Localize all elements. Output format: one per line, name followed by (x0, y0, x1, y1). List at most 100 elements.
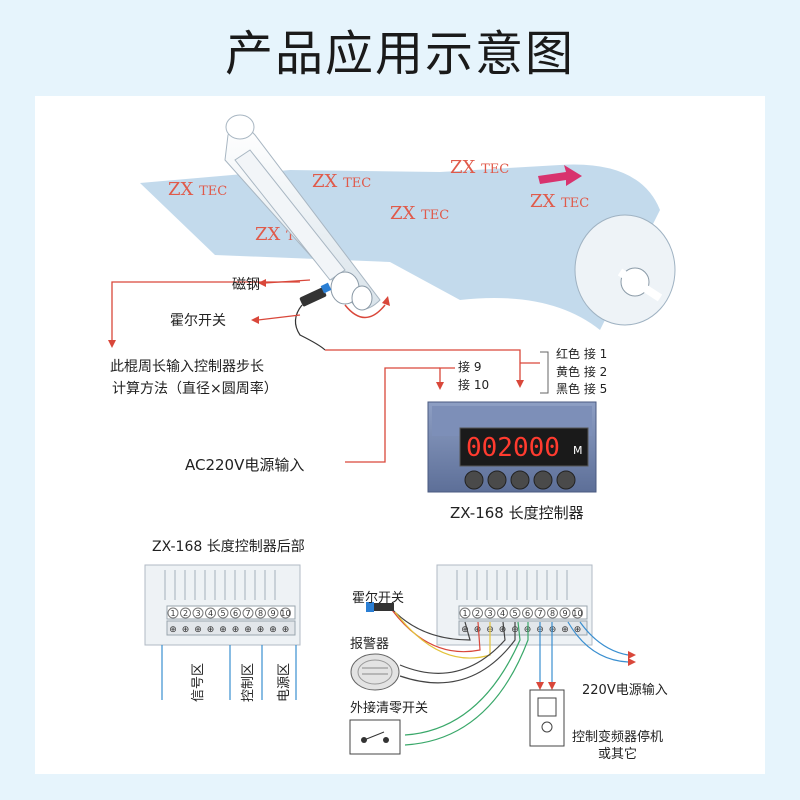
terminal-8 (547, 607, 558, 619)
terminal-number: 8 (258, 609, 263, 618)
screw-icon: ⊕ (182, 625, 190, 635)
svg-text:ZX TEC: ZX TEC (530, 191, 589, 212)
terminal-number: 9 (270, 609, 275, 618)
screw-icon: ⊕ (219, 625, 227, 635)
svg-text:ZX TEC: ZX TEC (168, 179, 227, 200)
label-alarm: 报警器 (350, 636, 389, 652)
terminal-3 (192, 607, 204, 619)
terminal-number: 3 (195, 609, 200, 618)
screw-icon: ⊕ (574, 625, 582, 635)
terminal-number: 10 (572, 609, 582, 618)
inverter-icon (529, 689, 565, 747)
terminal-9 (559, 607, 571, 619)
reset-switch-icon (349, 719, 401, 755)
svg-text:ZX TEC: ZX TEC (450, 157, 509, 178)
terminal-6 (522, 607, 533, 619)
terminal-number: 6 (525, 609, 530, 618)
svg-text:ZX TEC: ZX TEC (390, 203, 449, 224)
label-zone-power: 电源区 (277, 663, 292, 702)
display-value: 002000 (466, 433, 560, 463)
label-reset-switch: 外接清零开关 (350, 700, 428, 716)
page-title: 产品应用示意图 (224, 26, 575, 82)
terminal-number: 9 (562, 609, 567, 618)
label-power-input-rear: 220V电源输入 (582, 682, 668, 698)
screw-icon: ⊕ (207, 625, 215, 635)
terminal-number: 2 (475, 609, 480, 618)
terminal-number: 1 (170, 609, 175, 618)
terminal-number: 4 (500, 609, 505, 618)
terminal-number: 5 (220, 609, 225, 618)
label-formula-line1: 此棍周长输入控制器步长 (110, 359, 264, 375)
direction-arrow-icon (538, 165, 582, 186)
terminal-8 (255, 607, 266, 619)
terminal-number: 2 (183, 609, 188, 618)
terminal-2 (472, 607, 483, 619)
label-hall-switch-rear: 霍尔开关 (352, 591, 404, 606)
hall-switch-small-icon (366, 602, 394, 612)
label-yellow-wire: 黄色 接 2 (556, 364, 607, 379)
alarm-icon (350, 653, 400, 691)
label-inverter-line2: 或其它 (598, 746, 637, 762)
label-term10: 接 10 (458, 377, 489, 392)
screw-icon: ⊕ (282, 625, 290, 635)
screw-icon: ⊕ (561, 625, 569, 635)
arrowheads (108, 279, 524, 390)
screw-icon: ⊕ (269, 625, 277, 635)
terminal-10 (572, 607, 583, 619)
terminal-1 (167, 607, 179, 619)
wiring (389, 606, 629, 746)
label-ac-input: AC220V电源输入 (185, 456, 304, 474)
leader-lines (111, 279, 540, 463)
label-magnet: 磁钢 (232, 277, 260, 293)
screw-icon: ⊕ (499, 625, 507, 635)
terminal-4 (497, 607, 508, 619)
label-red-wire: 红色 接 1 (556, 346, 607, 361)
screw-icon: ⊕ (232, 625, 240, 635)
label-term9: 接 9 (458, 359, 481, 374)
terminal-number: 1 (462, 609, 467, 618)
terminal-number: 6 (233, 609, 238, 618)
terminal-3 (484, 607, 496, 619)
terminal-1 (459, 607, 471, 619)
terminal-number: 10 (280, 609, 290, 618)
terminal-6 (230, 607, 241, 619)
terminal-5 (509, 607, 521, 619)
label-formula-line2: 计算方法（直径×圆周率） (112, 380, 278, 397)
terminal-7 (242, 607, 254, 619)
terminal-number: 8 (550, 609, 555, 618)
label-device-name: ZX-168 长度控制器 (450, 504, 584, 522)
terminal-5 (217, 607, 229, 619)
label-rear-title: ZX-168 长度控制器后部 (152, 539, 305, 555)
label-zone-signal: 信号区 (191, 663, 206, 702)
screw-icon: ⊕ (244, 625, 252, 635)
terminal-number: 5 (512, 609, 517, 618)
screw-icon: ⊕ (169, 625, 177, 635)
hall-sensor-icon (294, 282, 332, 351)
screw-icon: ⊕ (474, 625, 482, 635)
roller-assembly (224, 114, 390, 319)
output-arrows (536, 651, 636, 690)
terminal-number: 7 (245, 609, 250, 618)
terminal-7 (534, 607, 546, 619)
terminal-10 (280, 607, 291, 619)
display-unit: M (573, 444, 583, 457)
terminal-9 (267, 607, 279, 619)
label-hall-switch: 霍尔开关 (170, 313, 226, 329)
brand-marks: ZX TEC ZX TEC ZX TEC ZX TEC ZX TEC ZX TE… (168, 157, 589, 245)
label-black-wire: 黑色 接 5 (556, 381, 607, 396)
terminal-number: 4 (208, 609, 213, 618)
screw-icon: ⊕ (257, 625, 265, 635)
wire-bracket (540, 351, 549, 394)
terminal-4 (205, 607, 216, 619)
label-zone-control: 控制区 (241, 663, 256, 702)
terminal-number: 7 (537, 609, 542, 618)
screw-icon: ⊕ (461, 625, 469, 635)
svg-text:ZX TEC: ZX TEC (312, 171, 371, 192)
terminal-2 (180, 607, 191, 619)
controller-front: 002000 M (427, 401, 597, 493)
label-inverter-line1: 控制变频器停机 (572, 729, 663, 745)
terminal-numbers-left: 1⊕2⊕3⊕4⊕5⊕6⊕7⊕8⊕9⊕10⊕ (167, 607, 291, 635)
terminal-number: 3 (487, 609, 492, 618)
screw-icon: ⊕ (194, 625, 202, 635)
